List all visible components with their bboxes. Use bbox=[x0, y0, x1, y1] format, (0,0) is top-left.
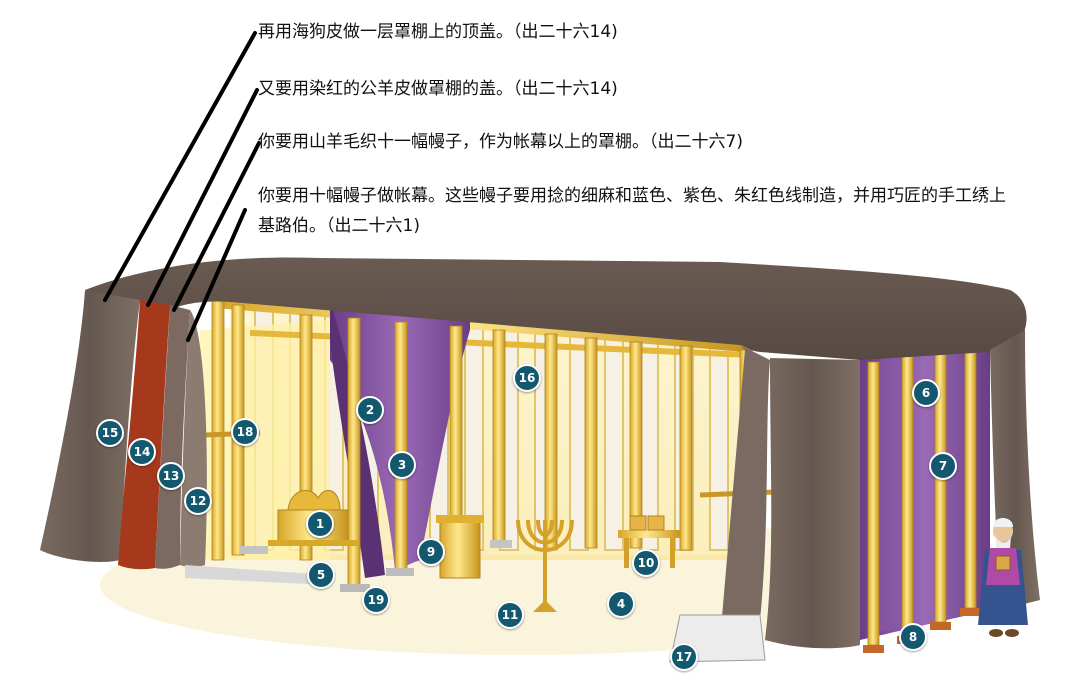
marker-7: 7 bbox=[929, 452, 957, 480]
gold-pillar bbox=[211, 299, 225, 561]
leader-line-4 bbox=[186, 208, 247, 342]
leader-line-2 bbox=[146, 88, 259, 307]
marker-2: 2 bbox=[356, 396, 384, 424]
marker-4: 4 bbox=[607, 590, 635, 618]
leader-line-1 bbox=[103, 31, 257, 302]
table-of-showbread bbox=[618, 515, 680, 568]
marker-15: 15 bbox=[96, 419, 124, 447]
marker-1: 1 bbox=[306, 510, 334, 538]
marker-9: 9 bbox=[417, 538, 445, 566]
annotation-badger-skin-cover: 再用海狗皮做一层罩棚上的顶盖。（出二十六14) bbox=[258, 22, 618, 42]
wall-board bbox=[604, 334, 624, 551]
marker-10: 10 bbox=[632, 549, 660, 577]
outer-covering bbox=[40, 257, 1040, 649]
marker-3: 3 bbox=[388, 451, 416, 479]
gold-pillar bbox=[679, 345, 693, 551]
marker-19: 19 bbox=[362, 586, 390, 614]
marker-11: 11 bbox=[496, 601, 524, 629]
pillar-socket bbox=[930, 622, 951, 630]
annotation-goat-hair-curtains: 你要用山羊毛织十一幅幔子，作为帐幕以上的罩棚。（出二十六7) bbox=[258, 132, 743, 152]
gold-pillar bbox=[544, 333, 558, 551]
pillar-socket bbox=[863, 645, 884, 653]
side-gold-pillar bbox=[901, 355, 914, 637]
marker-8: 8 bbox=[899, 623, 927, 651]
marker-13: 13 bbox=[157, 462, 185, 490]
marker-18: 18 bbox=[231, 418, 259, 446]
side-gold-pillar bbox=[964, 347, 977, 609]
marker-5: 5 bbox=[307, 561, 335, 589]
ark-of-covenant bbox=[268, 489, 358, 546]
annotation-ram-skin-cover: 又要用染红的公羊皮做罩棚的盖。（出二十六14) bbox=[258, 79, 618, 99]
pillar-socket bbox=[960, 608, 981, 616]
ground-edge bbox=[185, 565, 330, 585]
marker-6: 6 bbox=[912, 379, 940, 407]
marker-14: 14 bbox=[128, 438, 156, 466]
gold-pillar bbox=[394, 321, 408, 571]
silver-sockets bbox=[240, 540, 512, 592]
gold-pillar bbox=[584, 337, 598, 549]
gold-pillar bbox=[492, 329, 506, 546]
wall-board bbox=[709, 341, 729, 551]
annotation-linen-curtains: 你要用十幅幔子做帐幕。这些幔子要用捻的细麻和蓝色、紫色、朱红色线制造，并用巧匠的… bbox=[258, 186, 1006, 236]
leader-lines bbox=[103, 31, 261, 342]
lampstand bbox=[516, 519, 574, 612]
marker-12: 12 bbox=[184, 487, 212, 515]
side-gold-pillar bbox=[867, 361, 880, 646]
gold-pillar bbox=[629, 341, 643, 549]
leader-line-3 bbox=[172, 141, 261, 312]
high-priest-figure bbox=[978, 518, 1028, 637]
side-curtain-wall bbox=[860, 345, 990, 640]
marker-17: 17 bbox=[670, 643, 698, 671]
marker-16: 16 bbox=[513, 364, 541, 392]
